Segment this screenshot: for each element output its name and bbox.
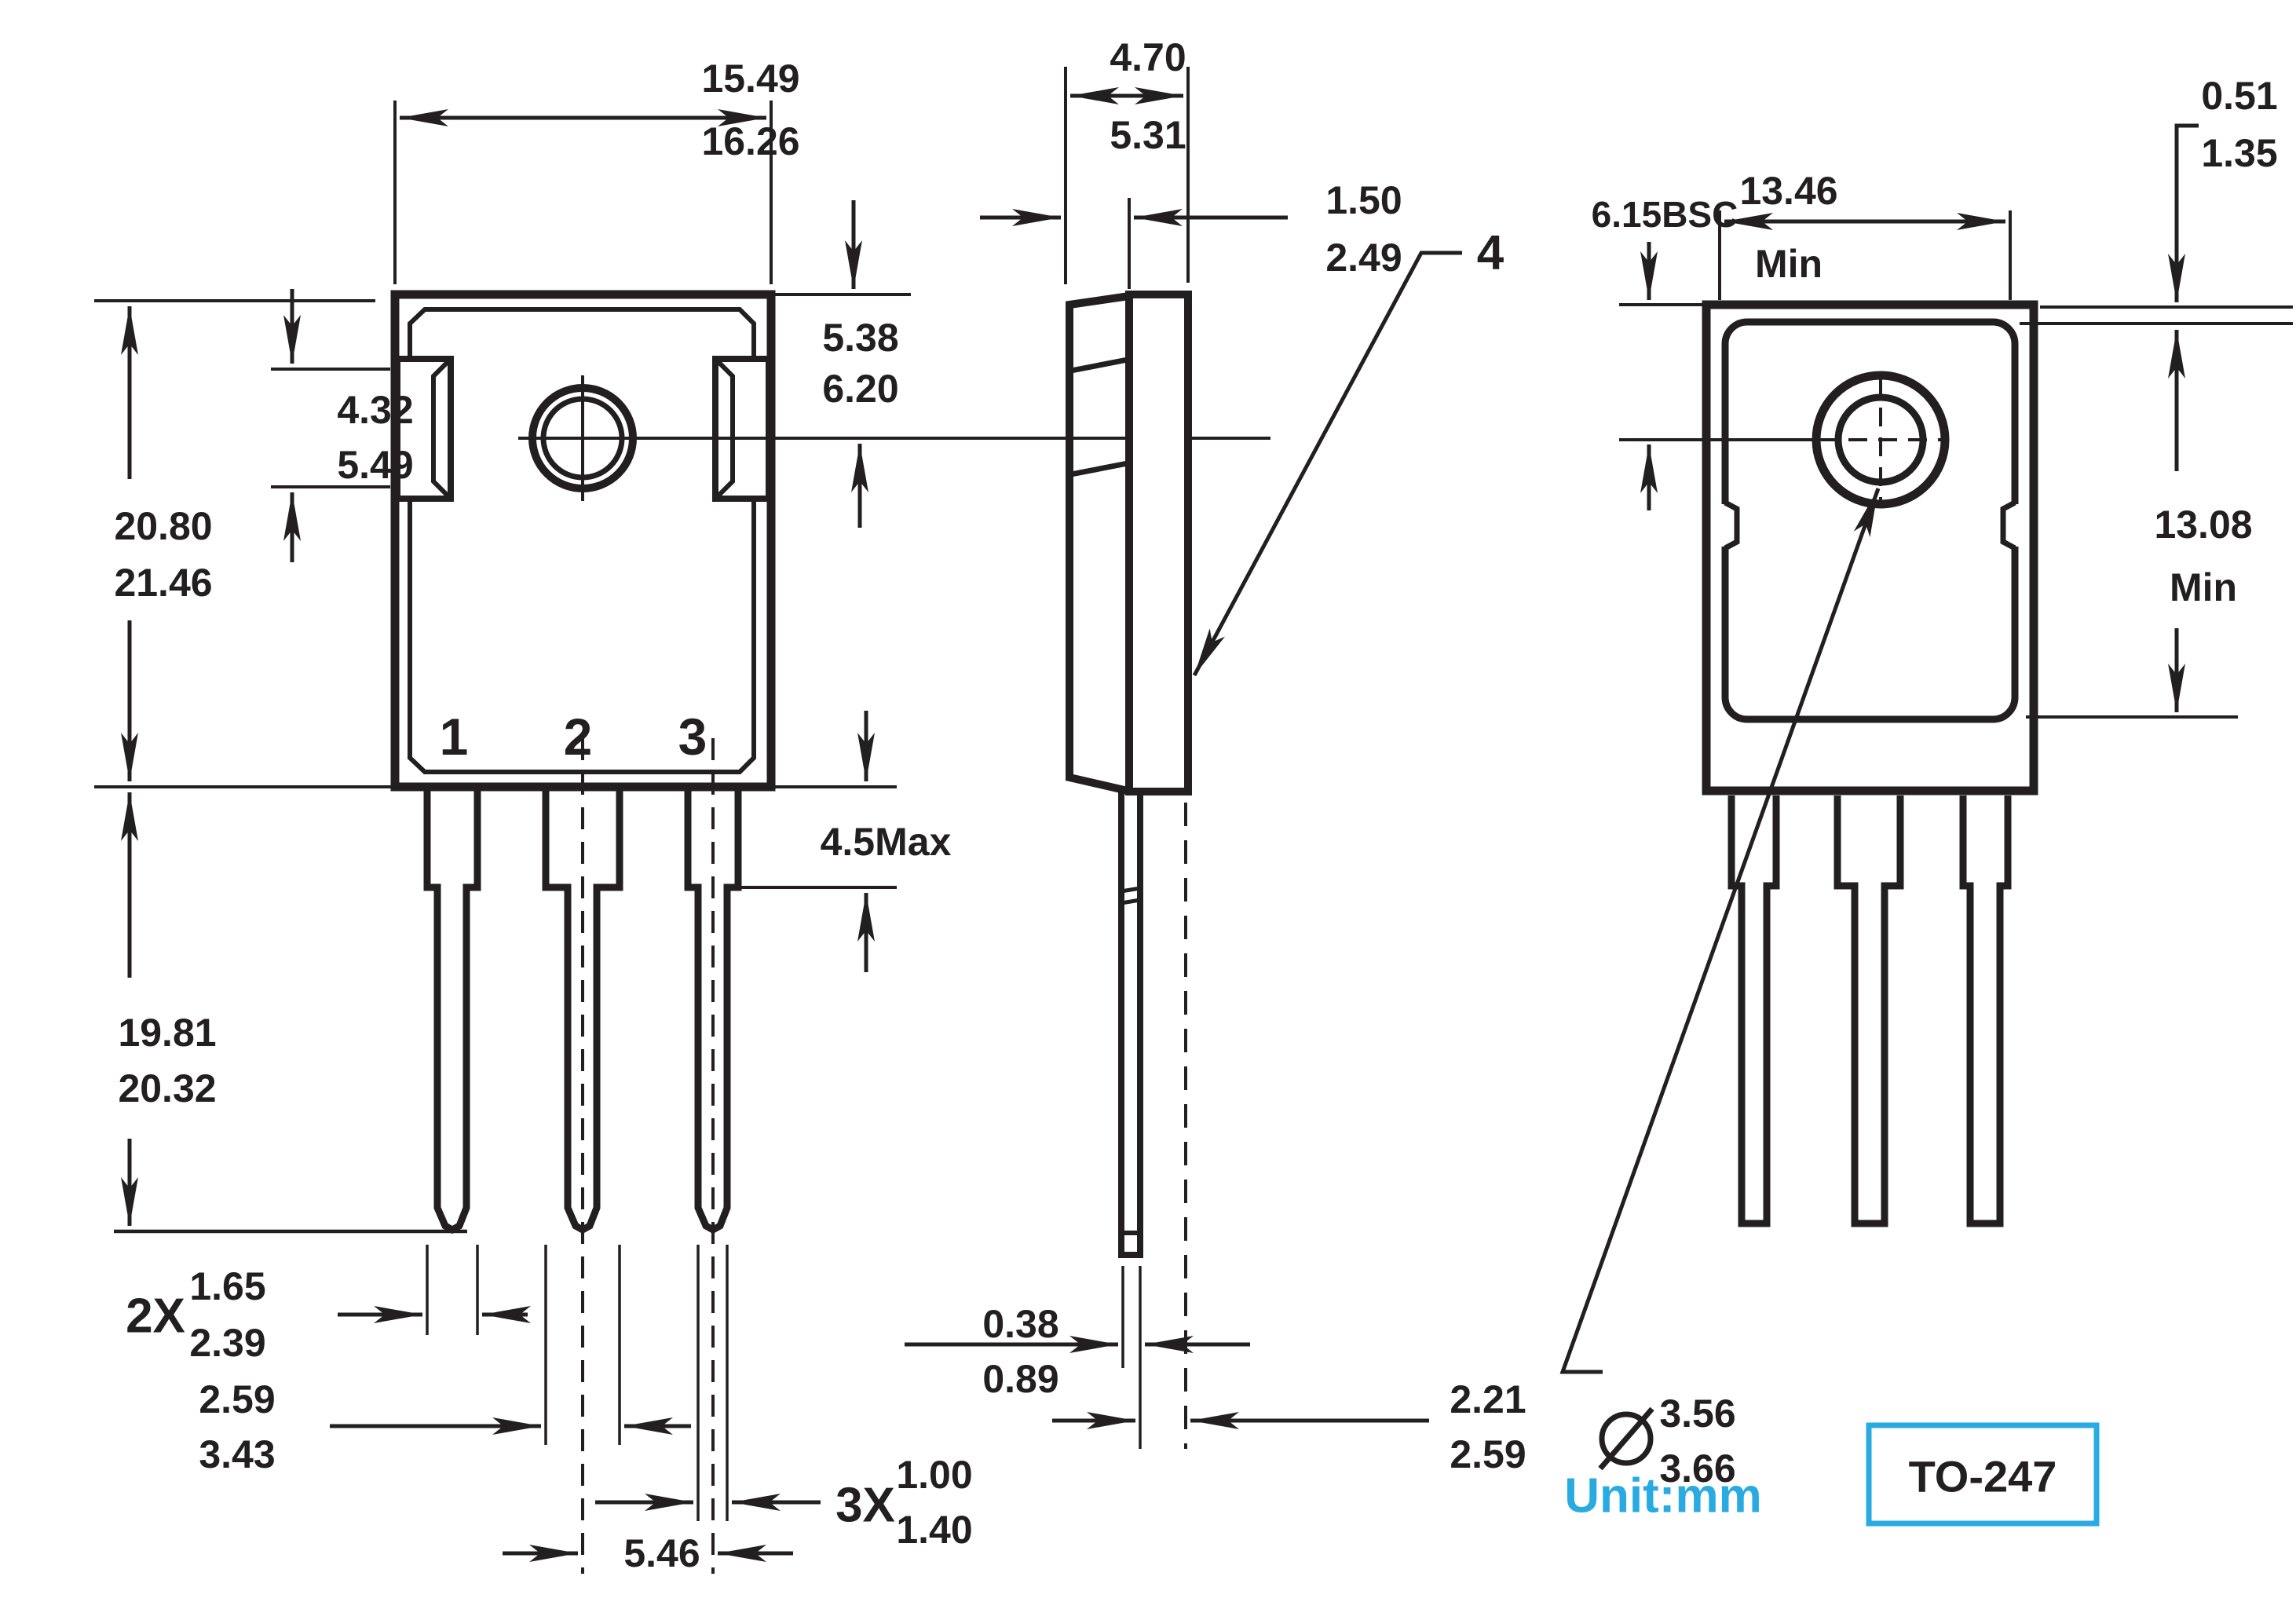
dim-front-body-height: 20.80 21.46: [94, 299, 393, 788]
dim-pad-width-qualifier: Min: [1755, 242, 1823, 286]
dim-center-lead-line1: 2.59: [199, 1377, 275, 1421]
dim-hole-center: 6.15BSC: [1592, 194, 1815, 510]
back-pin-3: [1959, 796, 2012, 1227]
dim-outer-lead-line2: 2.39: [189, 1321, 265, 1365]
dim-lead-tip-line1: 1.00: [896, 1453, 972, 1497]
front-left-tab: [394, 356, 454, 502]
side-lead: [1118, 792, 1143, 1258]
dim-lead-pitch-label: 5.46: [623, 1531, 700, 1575]
back-pin-1: [1727, 796, 1780, 1227]
dim-tab-thickness-line2: 2.49: [1325, 236, 1402, 280]
dim-lead-tip-thickness: 0.38 0.89: [905, 1302, 1250, 1401]
footer: Unit:mm TO-247: [1564, 1422, 2100, 1527]
dim-lead-tip-line2: 1.40: [896, 1508, 972, 1552]
dim-pad-width: 13.46 Min: [1718, 169, 2012, 300]
dim-center-lead-width: 2.59 3.43: [199, 1377, 691, 1476]
side-tab-chamfer-lines: [1070, 357, 1128, 477]
dim-lead-pitch: 5.46: [503, 1531, 793, 1575]
pin-2-label: 2: [564, 708, 593, 766]
dim-hole-offset-line1: 5.38: [822, 316, 898, 360]
dim-hole-dia-line1: 3.56: [1659, 1392, 1735, 1436]
front-right-tab: [712, 356, 772, 502]
dim-lead-thickness-line1: 2.21: [1450, 1377, 1526, 1421]
pin-3-label: 3: [678, 708, 707, 766]
dim-body-thickness: 4.70 5.31: [1064, 35, 1190, 284]
dim-shoulder-label: 4.5Max: [821, 820, 952, 864]
dim-tip-thickness-line2: 0.89: [982, 1357, 1058, 1401]
side-lead-extension-lines: [1121, 1266, 1142, 1449]
dim-thickness-line2: 5.31: [1110, 113, 1186, 157]
dim-lead-length: 19.81 20.32: [114, 792, 467, 1234]
lead-extension-lines: [426, 1245, 729, 1521]
dim-lead-thickness: 2.21 2.59: [1052, 1377, 1526, 1476]
back-pin-2: [1834, 796, 1904, 1227]
dim-edge-offset-line1: 0.51: [2201, 74, 2277, 118]
dim-body-height-line2: 21.46: [114, 561, 212, 605]
package-label: TO-247: [1909, 1452, 2057, 1501]
dim-tip-thickness-line1: 0.38: [982, 1302, 1058, 1346]
dim-tab-line2: 5.49: [337, 443, 413, 487]
dim-shoulder: 4.5Max: [741, 711, 952, 972]
dim-pad-height-qualifier: Min: [2170, 565, 2237, 609]
dim-tab-height: 4.32 5.49: [271, 289, 414, 562]
back-pad-notches: [1718, 499, 2022, 551]
package-label-box: [1866, 1422, 2100, 1527]
surface-callout-label: 4: [1477, 226, 1504, 280]
dim-width-line1: 15.49: [701, 57, 799, 101]
dim-lead-tip-prefix: 3X: [835, 1479, 895, 1533]
dim-hole-diameter: 3.56 3.66: [1559, 488, 1881, 1490]
unit-label: Unit:mm: [1564, 1469, 1761, 1523]
pin-1-label: 1: [440, 708, 469, 766]
front-view: 1 2 3 15.49 16.26 20.80 21.46 19.81 20.3…: [94, 57, 1270, 1575]
dim-outer-lead-width: 2X 1.65 2.39: [126, 1264, 531, 1365]
dim-tab-line1: 4.32: [337, 388, 413, 432]
dim-lead-length-line2: 20.32: [118, 1066, 216, 1110]
dim-width-line2: 16.26: [701, 119, 799, 163]
dim-body-height-line1: 20.80: [114, 504, 212, 548]
dim-hole-dia-line2: 3.66: [1659, 1447, 1735, 1490]
dim-hole-offset-line2: 6.20: [822, 367, 898, 411]
dim-outer-lead-prefix: 2X: [126, 1289, 185, 1344]
surface-callout: 4: [1192, 226, 1504, 677]
side-view: 4.70 5.31 1.50 2.49 4 0.38 0.89 2.21: [905, 35, 1526, 1476]
dim-hole-offset: 5.38 6.20: [774, 200, 911, 528]
diameter-symbol-icon: [1598, 1406, 1654, 1471]
dim-outer-lead-line1: 1.65: [189, 1264, 265, 1308]
dim-front-width: 15.49 16.26: [393, 57, 800, 284]
dim-pad-width-value: 13.46: [1739, 169, 1837, 213]
side-tab-outline: [1066, 292, 1130, 795]
back-mounting-hole-icon: [1812, 371, 1950, 509]
dim-pad-height: 13.08 Min: [2026, 330, 2253, 719]
dim-lead-length-line1: 19.81: [118, 1011, 216, 1055]
dim-thickness-line1: 4.70: [1110, 35, 1186, 79]
dim-lead-tip-width: 3X 1.00 1.40: [595, 1453, 973, 1552]
dim-edge-offset: 0.51 1.35: [2020, 74, 2293, 325]
back-view: 13.46 Min 0.51 1.35 13.08 Min 6.15BSC: [1559, 74, 2293, 1490]
dim-tab-thickness-line1: 1.50: [1325, 178, 1402, 222]
dim-edge-offset-line2: 1.35: [2201, 131, 2277, 175]
dim-tab-thickness: 1.50 2.49: [980, 178, 1402, 289]
dim-center-lead-line2: 3.43: [199, 1432, 275, 1476]
side-body-outline: [1125, 291, 1192, 796]
dim-lead-thickness-line2: 2.59: [1450, 1432, 1526, 1476]
dim-pad-height-value: 13.08: [2154, 503, 2252, 547]
front-pin-1: [423, 791, 481, 1234]
dim-hole-center-label: 6.15BSC: [1592, 194, 1738, 235]
